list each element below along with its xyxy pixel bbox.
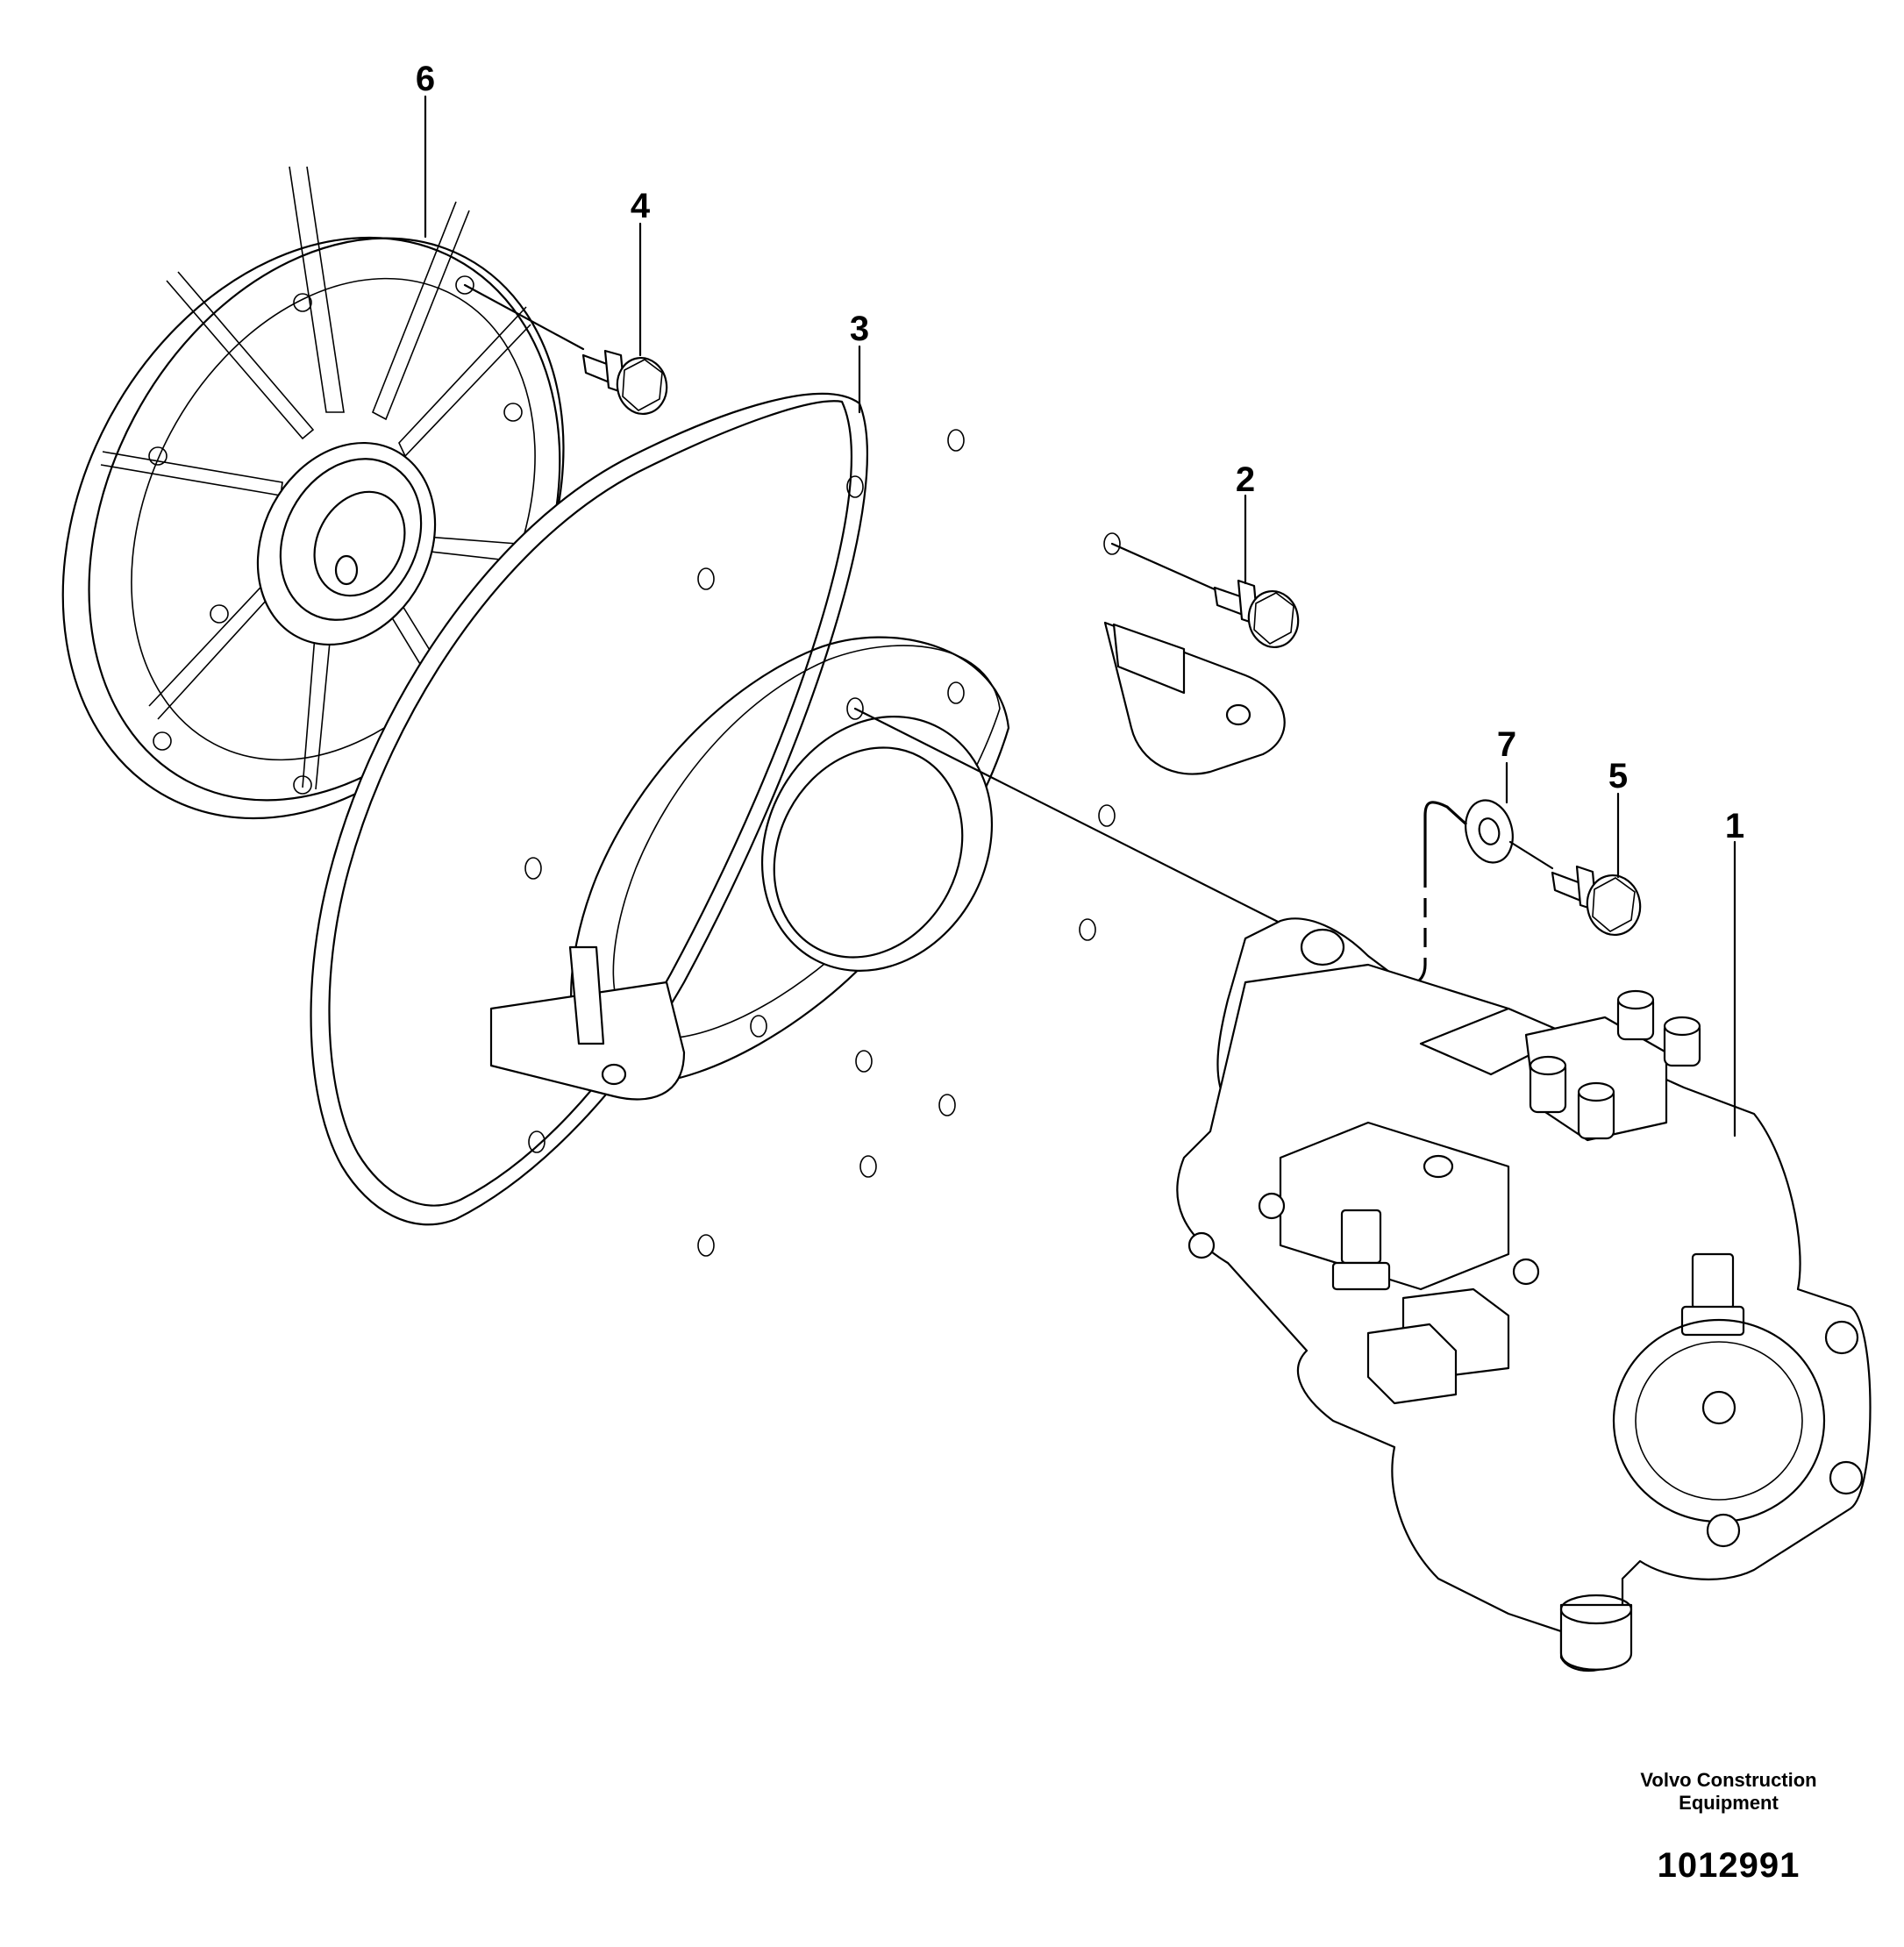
callout-2: 2 — [1236, 460, 1255, 499]
callout-1: 1 — [1725, 807, 1744, 845]
cap-screws — [1529, 989, 1701, 1140]
part-5-flange-bolt — [1551, 865, 1642, 936]
manufacturer-line-1: Volvo Construction — [1640, 1769, 1817, 1791]
callout-3: 3 — [850, 310, 869, 348]
part-1-hydraulic-pump — [1176, 840, 1872, 1672]
callout-7: 7 — [1497, 725, 1516, 764]
part-3-adapter-housing — [310, 392, 1295, 1257]
callout-leaders — [424, 95, 1620, 879]
manufacturer-label: Volvo Construction Equipment — [1615, 1769, 1843, 1815]
part-2-flange-bolt — [1213, 579, 1300, 648]
part-4-flange-bolt — [581, 349, 668, 415]
callout-5: 5 — [1608, 757, 1628, 795]
callout-4: 4 — [631, 187, 651, 225]
manufacturer-line-2: Equipment — [1679, 1792, 1779, 1814]
callout-6: 6 — [416, 60, 435, 98]
document-number: 1012991 — [1657, 1846, 1801, 1885]
part-7-washer — [1385, 799, 1554, 987]
fittings — [1331, 1209, 1745, 1405]
